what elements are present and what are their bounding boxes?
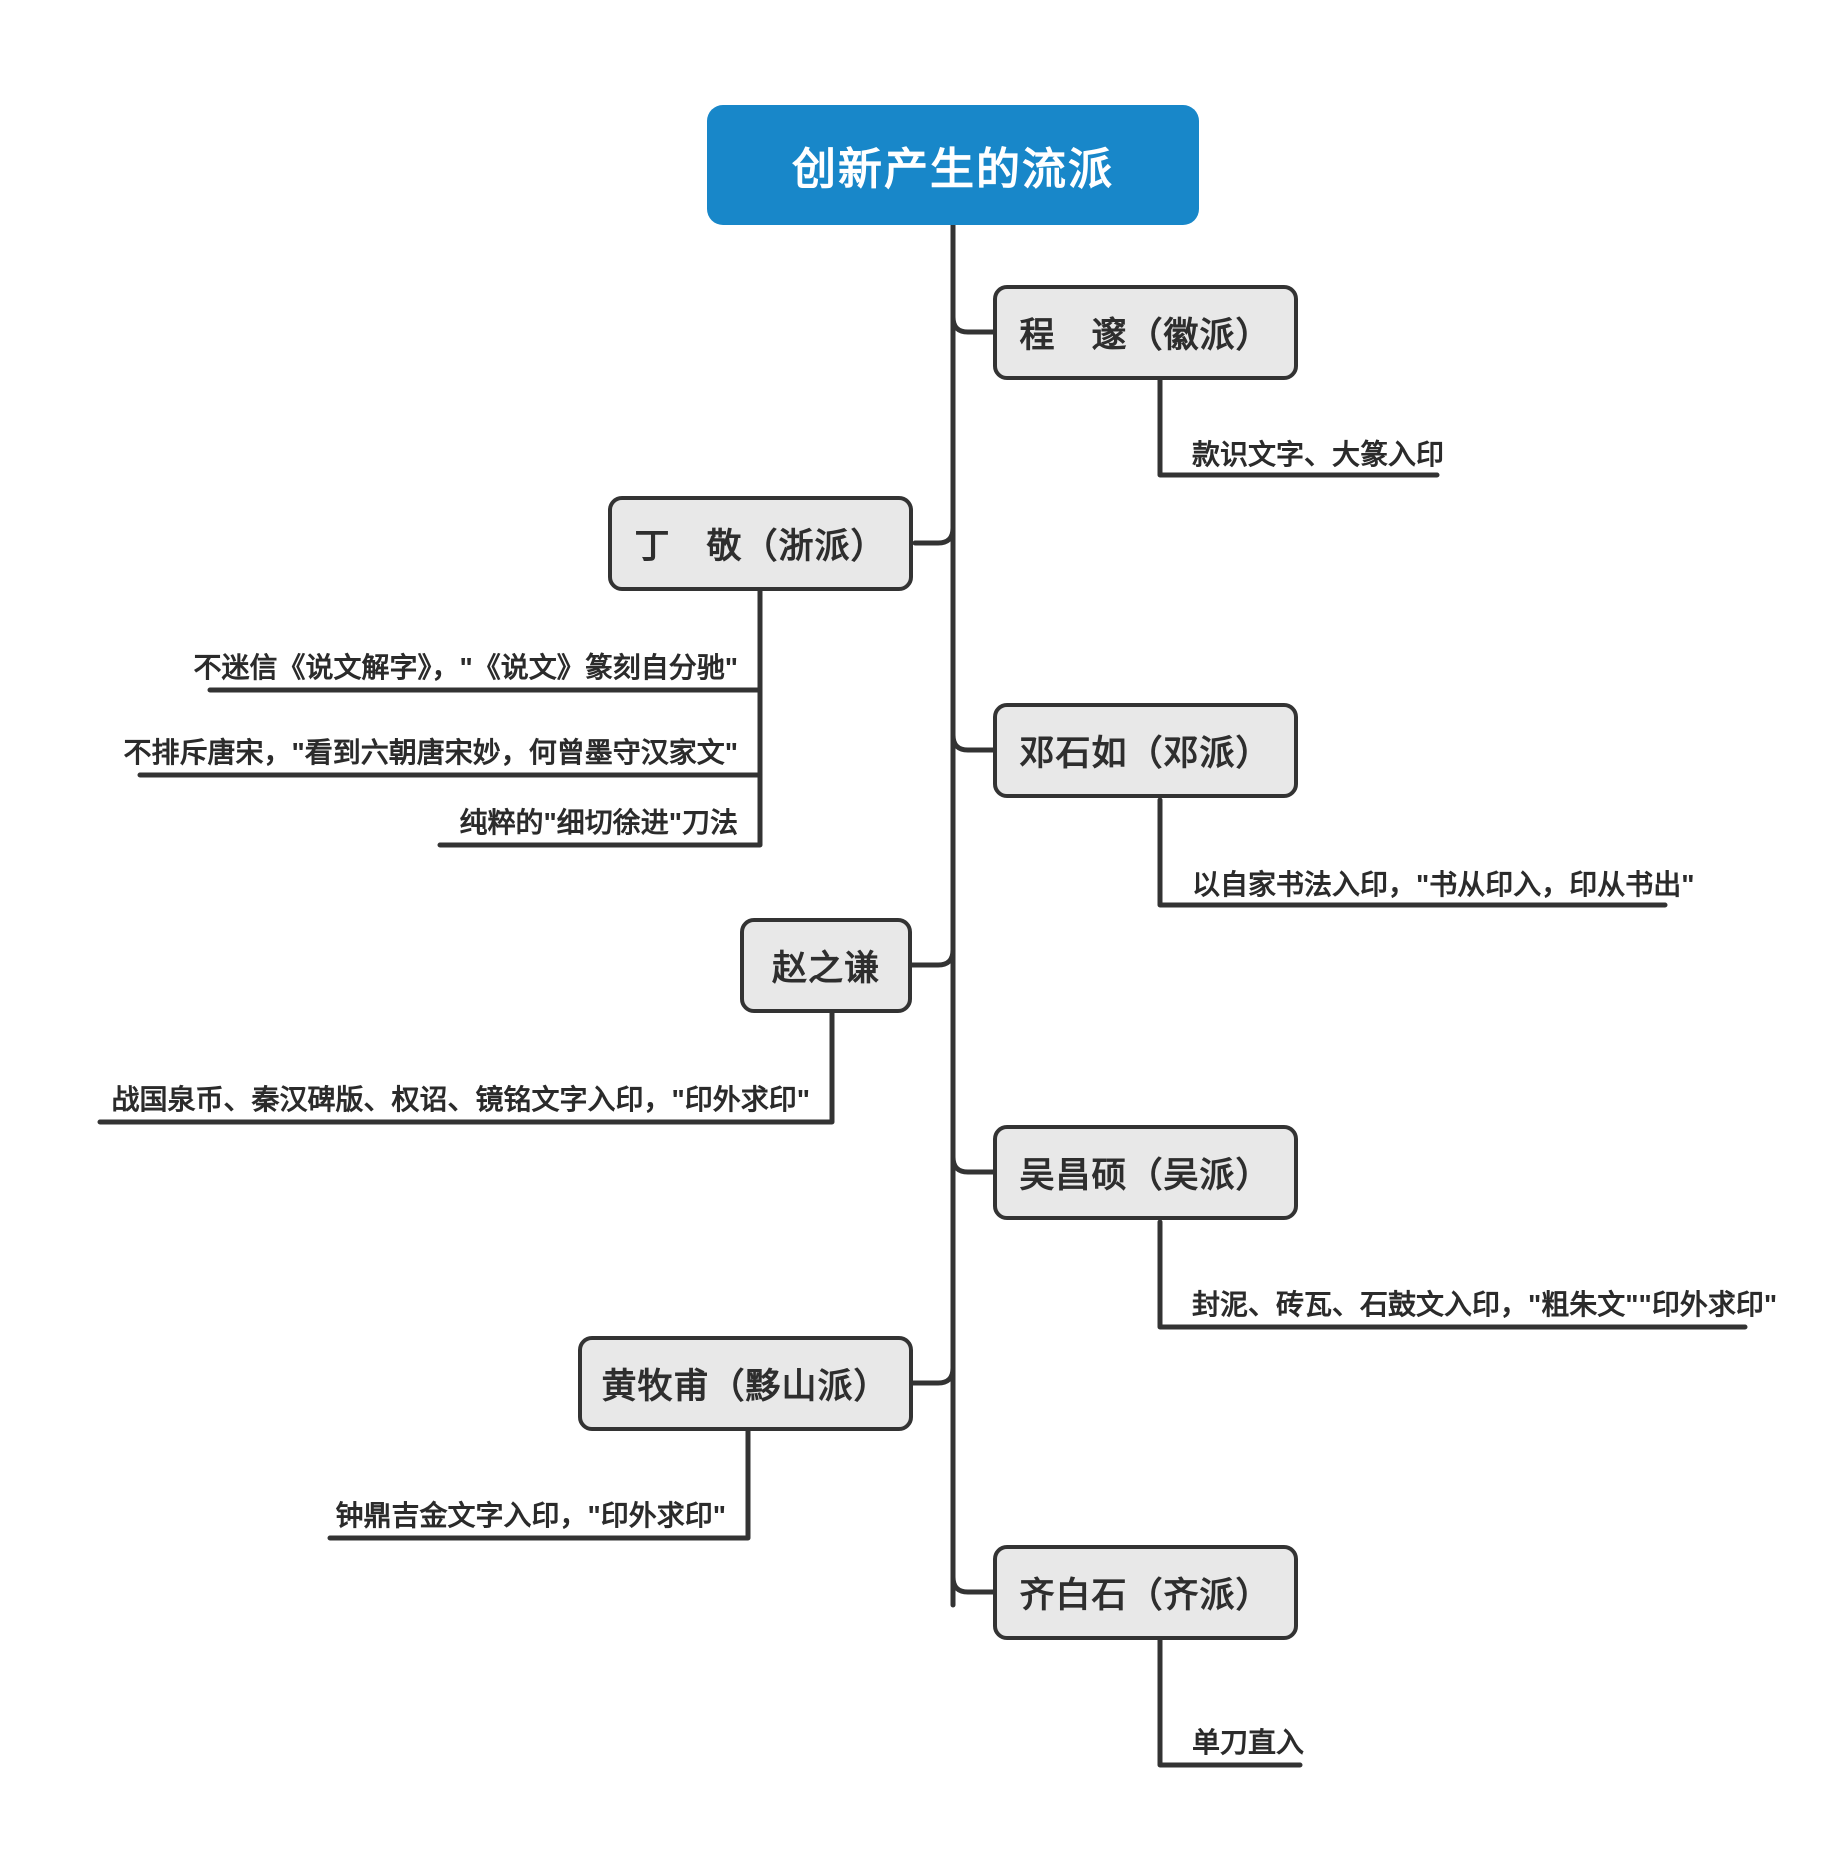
- leaf-qi-baishi-1: 单刀直入: [1192, 1727, 1305, 1758]
- branch-node-label: 吴昌硕（吴派）: [1019, 1156, 1272, 1195]
- branch-node-label: 齐白石（齐派）: [1019, 1576, 1272, 1615]
- connector-leaf-1-1: [1157, 377, 1440, 478]
- branch-node-cheng-sui[interactable]: 程 邃（徽派）: [993, 285, 1298, 380]
- connector-leaf-6-1: [327, 1427, 751, 1541]
- branch-node-label: 丁 敬（浙派）: [634, 527, 887, 566]
- branch-node-label: 黄牧甫（黟山派）: [601, 1367, 890, 1406]
- branch-node-wu-changshuo[interactable]: 吴昌硕（吴派）: [993, 1125, 1298, 1220]
- branch-node-label: 邓石如（邓派）: [1019, 734, 1272, 773]
- connector-branch-7: [950, 1574, 996, 1595]
- connector-leaf-7-1: [1157, 1637, 1303, 1768]
- leaf-ding-jing-1: 不迷信《说文解字》，"《说文》篆刻自分驰": [193, 652, 738, 683]
- leaf-cheng-sui-1: 款识文字、大篆入印: [1192, 439, 1445, 470]
- branch-node-zhao-zhiqian[interactable]: 赵之谦: [740, 918, 912, 1013]
- connector-branch-2: [912, 525, 956, 546]
- leaf-wu-changshuo-1: 封泥、砖瓦、石鼓文入印，"粗朱文""印外求印": [1192, 1289, 1778, 1320]
- branch-node-qi-baishi[interactable]: 齐白石（齐派）: [993, 1545, 1298, 1640]
- connector-leaf-4-1: [97, 1009, 835, 1125]
- root-node[interactable]: 创新产生的流派: [707, 105, 1199, 225]
- leaf-deng-shiru-1: 以自家书法入印，"书从印入，印从书出": [1192, 869, 1695, 900]
- branch-node-ding-jing[interactable]: 丁 敬（浙派）: [608, 496, 913, 591]
- leaf-zhao-zhiqian-1: 战国泉币、秦汉碑版、权诏、镜铭文字入印，"印外求印": [111, 1084, 810, 1115]
- branch-node-huang-mufu[interactable]: 黄牧甫（黟山派）: [578, 1336, 913, 1431]
- leaf-ding-jing-2: 不排斥唐宋，"看到六朝唐宋妙，何曾墨守汉家文": [123, 737, 738, 768]
- connector-branch-5: [950, 1154, 996, 1175]
- connector-leaf-5-1: [1157, 1219, 1748, 1330]
- root-node-label: 创新产生的流派: [792, 145, 1114, 194]
- branch-node-label: 赵之谦: [771, 949, 880, 988]
- connector-leaf-3-1: [1157, 797, 1668, 908]
- leaf-ding-jing-3: 纯粹的"细切徐进"刀法: [459, 807, 738, 838]
- connector-leaf-2-3: [437, 772, 763, 848]
- leaf-huang-mufu-1: 钟鼎吉金文字入印，"印外求印": [335, 1500, 726, 1531]
- branch-node-label: 程 邃（徽派）: [1019, 316, 1272, 355]
- connector-branch-1: [950, 314, 996, 335]
- branch-node-deng-shiru[interactable]: 邓石如（邓派）: [993, 703, 1298, 798]
- connector-branch-3: [950, 732, 996, 753]
- connector-branch-4: [909, 947, 956, 968]
- connector-branch-6: [910, 1365, 956, 1386]
